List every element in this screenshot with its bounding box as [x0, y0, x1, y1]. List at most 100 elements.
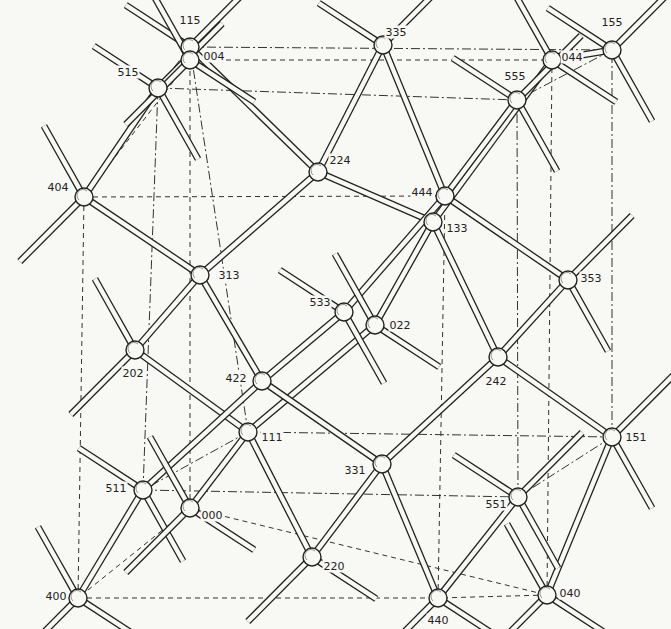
atom-label: 242 — [485, 375, 508, 388]
bond-body — [383, 0, 447, 45]
bond-outline — [14, 598, 78, 629]
atom-label: 044 — [561, 51, 584, 64]
atom-label: 555 — [504, 70, 527, 83]
bond-outline — [190, 60, 254, 102]
atom-shading — [183, 39, 193, 50]
cube-edge — [190, 508, 547, 595]
atom — [181, 51, 199, 69]
bond-outline — [190, 47, 318, 172]
bond-outline — [200, 172, 318, 275]
atom-label: 151 — [625, 431, 648, 444]
bond-outline — [344, 312, 384, 383]
bond-body — [568, 215, 632, 280]
cube-edge — [612, 50, 613, 437]
atom — [436, 187, 454, 205]
bond-body — [445, 196, 568, 280]
bond-outline — [190, 508, 254, 550]
bond-outline — [84, 197, 200, 275]
bond-body — [517, 35, 581, 100]
atom — [603, 41, 621, 59]
bond-outline — [382, 464, 438, 598]
atom-label: 353 — [580, 272, 603, 285]
atom-label: 400 — [45, 590, 68, 603]
cube-edge — [547, 60, 552, 595]
bond-body — [135, 350, 248, 432]
atom-shading — [510, 92, 520, 103]
atom-label: 000 — [201, 509, 224, 522]
bond-body — [517, 100, 557, 171]
atom-label: 040 — [559, 587, 582, 600]
atom-shading — [511, 489, 521, 500]
bond-body — [44, 126, 84, 197]
bond-outline — [512, 0, 552, 60]
atom-shading — [431, 590, 441, 601]
bond-body — [200, 275, 262, 381]
bond-outline — [38, 527, 78, 598]
bond-body — [312, 464, 382, 557]
atom-shading — [311, 164, 321, 175]
bond-body — [20, 197, 84, 262]
bond-outline — [262, 381, 382, 464]
atom — [559, 271, 577, 289]
bond-body — [612, 437, 652, 508]
bond-body — [94, 46, 158, 88]
bond-body — [95, 279, 135, 350]
bond-outline — [517, 100, 557, 171]
bond-body — [318, 172, 433, 222]
cube-edge — [517, 100, 518, 497]
bond-body — [445, 100, 517, 196]
bond-outline — [454, 455, 518, 497]
bond-body — [512, 0, 552, 60]
bond-body — [150, 437, 190, 508]
atom-shading — [375, 456, 385, 467]
atom-label: 115 — [179, 14, 202, 27]
atom — [373, 455, 391, 473]
bond-body — [433, 222, 498, 357]
bond-body — [38, 527, 78, 598]
atom-shading — [128, 342, 138, 353]
atom — [538, 586, 556, 604]
atom-shading — [438, 188, 448, 199]
atom — [424, 213, 442, 231]
bond-body — [319, 3, 383, 45]
atom-label: 220 — [323, 560, 346, 573]
atom-label: 111 — [261, 431, 284, 444]
cube-edge — [158, 88, 517, 100]
bond-outline — [612, 50, 652, 121]
atom — [309, 163, 327, 181]
atom-shading — [540, 587, 550, 598]
bond-outline — [158, 88, 198, 159]
bond-outline — [568, 215, 632, 280]
bond-outline — [78, 490, 143, 598]
bond-body — [190, 47, 318, 172]
atom-label: 404 — [47, 181, 70, 194]
bond-body — [78, 598, 142, 629]
bond-outline — [150, 437, 190, 508]
cube-edge — [438, 196, 445, 598]
cube-edge — [438, 595, 547, 598]
bond-body — [78, 490, 143, 598]
bond-outline — [445, 196, 568, 280]
bond-outline — [547, 595, 611, 629]
atom-shading — [71, 590, 81, 601]
bond-body — [190, 60, 254, 102]
bond-outline — [135, 275, 200, 350]
atom-shading — [241, 424, 251, 435]
bond-body — [14, 598, 78, 629]
bond-body — [375, 222, 433, 325]
atom-shading — [491, 349, 501, 360]
bond-outline — [44, 126, 84, 197]
atom-shading — [561, 272, 571, 283]
atom-label: 004 — [203, 50, 226, 63]
bond-body — [438, 497, 518, 598]
bond-outline — [383, 0, 447, 45]
cube-edge — [78, 598, 438, 599]
bond-outline — [483, 595, 547, 629]
atom-label: 155 — [601, 16, 624, 29]
bond-body — [612, 372, 671, 437]
atom-shading — [255, 373, 265, 384]
atom — [75, 188, 93, 206]
bond-outline — [335, 254, 375, 325]
bond-body — [547, 595, 611, 629]
bond-outline — [548, 8, 612, 50]
